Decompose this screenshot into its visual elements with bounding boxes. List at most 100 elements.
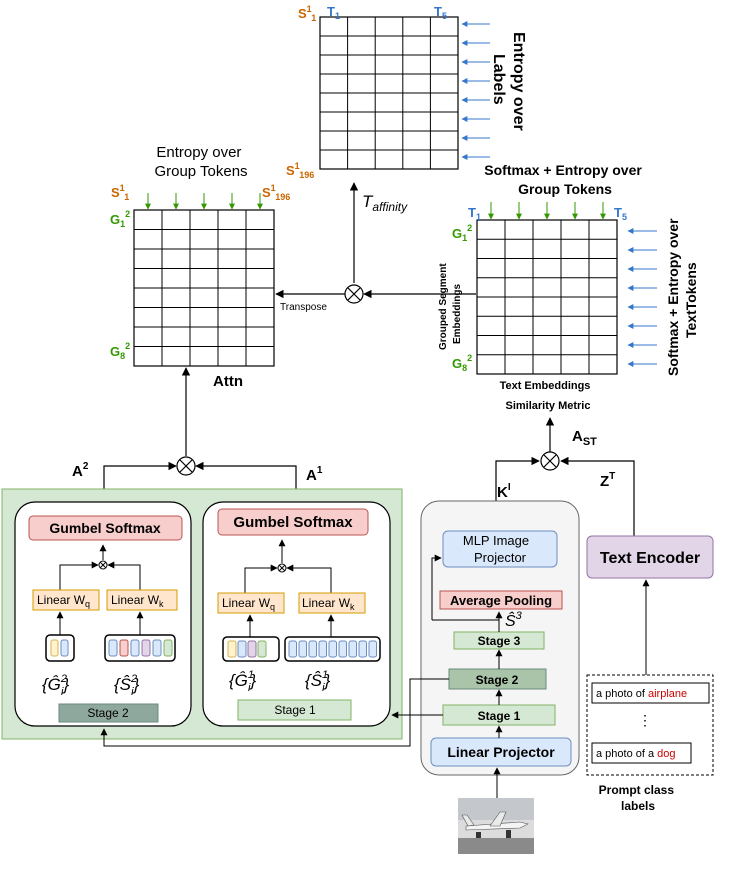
svg-text:Linear Wq: Linear Wq <box>37 593 90 609</box>
ast-label: AST <box>572 428 597 448</box>
segment-token <box>163 639 173 657</box>
stage2-to-block2 <box>100 678 449 747</box>
segment-token <box>130 639 140 657</box>
left-col-last: S1196 <box>262 183 290 202</box>
segment-token <box>368 640 377 658</box>
top-label-arrows <box>461 21 490 160</box>
zt-label: ZT <box>600 471 615 490</box>
gumbel-softmax-2-label: Gumbel Softmax <box>49 520 160 536</box>
left-attn-matrix: Entropy over Group Tokens S11 S1196 G12 … <box>110 144 290 390</box>
svg-text:Stage 2: Stage 2 <box>87 706 129 720</box>
svg-text:Stage 2: Stage 2 <box>476 673 519 687</box>
svg-text:Linear Wq: Linear Wq <box>222 596 275 612</box>
left-matrix-grid <box>133 209 275 367</box>
segment-token <box>108 639 118 657</box>
attn-label: Attn <box>213 373 243 390</box>
svg-text:Text Encoder: Text Encoder <box>600 550 700 567</box>
segment-token <box>308 640 317 658</box>
top-row-last: S1196 <box>286 161 314 180</box>
segment-token <box>328 640 337 658</box>
segment-token <box>141 639 151 657</box>
a2-label: A2 <box>72 461 89 480</box>
gumbel-softmax-1-label: Gumbel Softmax <box>233 514 353 531</box>
stage-2-tag <box>58 703 159 723</box>
left-row-first: G12 <box>110 209 130 229</box>
right-side-title: Softmax + Entropy over TextTokens <box>665 215 699 376</box>
linear-wk-2 <box>106 589 178 611</box>
segment-token <box>119 639 129 657</box>
segment-token <box>152 639 162 657</box>
segment-token <box>348 640 357 658</box>
segment-token-cells-1 <box>288 640 377 658</box>
svg-text:Linear Wk: Linear Wk <box>111 593 164 609</box>
svg-text:Linear Projector: Linear Projector <box>447 744 555 760</box>
prompt-airplane <box>591 682 710 704</box>
prompt-ellipsis: ⋮ <box>638 712 652 728</box>
mlp-image-projector <box>442 530 558 568</box>
right-similarity-matrix: Softmax + Entropy over Group Tokens T1 T… <box>438 162 699 412</box>
ast-multiply-node <box>540 451 560 471</box>
svg-text:Linear Wk: Linear Wk <box>302 596 355 612</box>
s-hat-3: Ŝ3 <box>505 610 523 630</box>
linear-wk-1 <box>298 592 366 614</box>
a1-label: A1 <box>306 465 323 484</box>
top-side-title: Entropy over Labels <box>490 32 527 135</box>
input-airplane-image <box>458 798 534 854</box>
average-pooling <box>439 590 563 610</box>
svg-text:a photo of airplane: a photo of airplane <box>596 688 687 700</box>
attn-multiply-node <box>176 456 196 476</box>
svg-text:Average Pooling: Average Pooling <box>450 593 552 608</box>
prompt-caption: Prompt class labels <box>599 783 678 813</box>
text-encoder-block: Text Encoder a photo of airplane ⋮ a pho… <box>586 535 714 813</box>
left-row-last: G82 <box>110 341 130 361</box>
segment-token <box>338 640 347 658</box>
svg-text:Stage 3: Stage 3 <box>478 634 521 648</box>
right-matrix-title: Softmax + Entropy over Group Tokens <box>484 162 645 197</box>
right-left-axis: Grouped Segment Embeddings <box>438 261 463 350</box>
left-col-first: S11 <box>111 183 129 202</box>
right-row-last: G82 <box>452 353 472 373</box>
prompt-dog <box>591 742 692 764</box>
similarity-metric-label: Similarity Metric <box>506 400 591 412</box>
svg-text:Stage 1: Stage 1 <box>274 703 316 717</box>
multiply-icon <box>98 560 108 570</box>
right-col-first: T1 <box>468 205 481 222</box>
top-col-first: T1 <box>327 4 340 21</box>
ki-label: KI <box>497 482 511 501</box>
segment-token <box>288 640 297 658</box>
affinity-label: Taffinity <box>362 192 408 214</box>
svg-text:a photo of a dog: a photo of a dog <box>596 748 676 760</box>
stage-1-tag <box>237 699 352 721</box>
segment-token-cells-2 <box>108 639 173 657</box>
left-matrix-title: Entropy over Group Tokens <box>154 144 247 180</box>
right-matrix-grid <box>476 219 618 375</box>
right-bottom-axis: Text Embeddings <box>500 380 591 392</box>
svg-text:Stage 1: Stage 1 <box>478 709 521 723</box>
text-encoder <box>586 535 714 579</box>
top-corner-label: S11 <box>298 4 316 23</box>
top-col-last: T5 <box>434 4 447 21</box>
segment-token <box>318 640 327 658</box>
linear-wq-2 <box>32 589 100 611</box>
zt-connector <box>560 456 635 536</box>
right-col-last: T5 <box>614 205 627 222</box>
right-top-arrows <box>488 202 606 220</box>
right-row-first: G12 <box>452 223 472 243</box>
multiply-icon <box>277 563 287 573</box>
top-affinity-matrix: S11 T1 T5 S1196 Entropy over Labels <box>286 4 527 180</box>
top-matrix-grid <box>319 16 459 170</box>
group-tokens-2 <box>45 634 75 662</box>
right-side-arrows <box>627 228 657 367</box>
gumbel-softmax-2 <box>28 515 183 541</box>
affinity-multiply-node <box>344 284 364 304</box>
left-entropy-arrows <box>145 193 263 210</box>
